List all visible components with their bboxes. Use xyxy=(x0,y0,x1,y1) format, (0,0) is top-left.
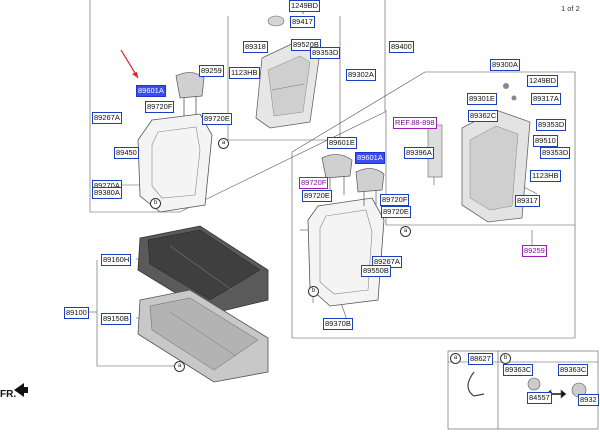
part-label-89510[interactable]: 89510 xyxy=(533,135,558,147)
part-label-89720f-mid2[interactable]: 89720F xyxy=(380,194,410,206)
part-label-8932[interactable]: 8932 xyxy=(578,394,599,406)
callout-b: b xyxy=(150,198,161,209)
part-label-89100[interactable]: 89100 xyxy=(64,307,89,319)
part-label-89259-right[interactable]: 89259 xyxy=(522,245,547,257)
part-label-89720e-mid2[interactable]: 89720E xyxy=(381,206,411,218)
part-label-89353d-r1[interactable]: 89353D xyxy=(536,119,567,131)
part-label-89300a[interactable]: 89300A xyxy=(490,59,520,71)
seat-cushion-pad xyxy=(137,289,269,383)
callout-a: a xyxy=(400,226,411,237)
part-label-84557[interactable]: 84557 xyxy=(527,392,552,404)
part-label-1249bd-top[interactable]: 1249BD xyxy=(289,0,321,12)
part-label-89380a[interactable]: 89380A xyxy=(92,187,122,199)
part-label-89720f[interactable]: 89720F xyxy=(145,101,175,113)
part-label-89353d[interactable]: 89353D xyxy=(310,47,341,59)
front-arrow-icon xyxy=(14,383,28,397)
part-label-89267a[interactable]: 89267A xyxy=(92,112,122,124)
page-indicator: 1 of 2 xyxy=(561,4,580,13)
seatback-right xyxy=(307,154,385,307)
callout-a: a xyxy=(174,361,185,372)
part-label-89601e[interactable]: 89601E xyxy=(327,137,357,149)
part-label-89362c[interactable]: 89362C xyxy=(468,110,499,122)
part-label-89259[interactable]: 89259 xyxy=(199,65,224,77)
front-marker-label: FR. xyxy=(0,389,17,400)
red-pointer-arrow xyxy=(120,49,139,79)
part-label-88627[interactable]: 88627 xyxy=(468,353,493,365)
part-label-89601a-selected[interactable]: 89601A xyxy=(136,85,166,97)
part-label-89400[interactable]: 89400 xyxy=(389,41,414,53)
part-label-89318[interactable]: 89318 xyxy=(243,41,268,53)
seatback-left xyxy=(137,72,213,213)
part-label-1123hb[interactable]: 1123HB xyxy=(229,67,260,79)
part-label-1123hb-right[interactable]: 1123HB xyxy=(530,170,561,182)
part-label-89301e[interactable]: 89301E xyxy=(467,93,497,105)
part-label-89601a[interactable]: 89601A xyxy=(355,152,385,164)
seat-cushion-cover xyxy=(137,225,269,315)
part-label-89550b[interactable]: 89550B xyxy=(361,265,391,277)
part-label-89720f-mid[interactable]: 89720F xyxy=(299,177,329,189)
part-label-89370b[interactable]: 89370B xyxy=(323,318,353,330)
seatback-frame-right xyxy=(427,83,531,223)
part-label-ref-88-898[interactable]: REF.88-898 xyxy=(393,117,437,129)
part-label-89363c-1[interactable]: 89363C xyxy=(503,364,534,376)
part-label-89160h[interactable]: 89160H xyxy=(101,254,132,266)
part-label-89150b[interactable]: 89150B xyxy=(101,313,131,325)
callout-b: b xyxy=(308,286,319,297)
part-label-89353d-r2[interactable]: 89353D xyxy=(540,147,571,159)
part-label-89302a[interactable]: 89302A xyxy=(346,69,376,81)
part-label-89417[interactable]: 89417 xyxy=(290,16,315,28)
part-label-89317[interactable]: 89317 xyxy=(515,195,540,207)
legend-a: a xyxy=(450,353,461,364)
part-label-89720e[interactable]: 89720E xyxy=(202,113,232,125)
legend-b: b xyxy=(500,353,511,364)
part-label-89396a[interactable]: 89396A xyxy=(404,147,434,159)
part-label-1249bd[interactable]: 1249BD xyxy=(527,75,559,87)
callout-a: a xyxy=(218,138,229,149)
part-label-89720e-mid[interactable]: 89720E xyxy=(302,190,332,202)
part-label-89450[interactable]: 89450 xyxy=(114,147,139,159)
part-label-89317a[interactable]: 89317A xyxy=(531,93,561,105)
seatback-frame-upper xyxy=(255,6,321,129)
part-label-89363c-2[interactable]: 89363C xyxy=(558,364,589,376)
